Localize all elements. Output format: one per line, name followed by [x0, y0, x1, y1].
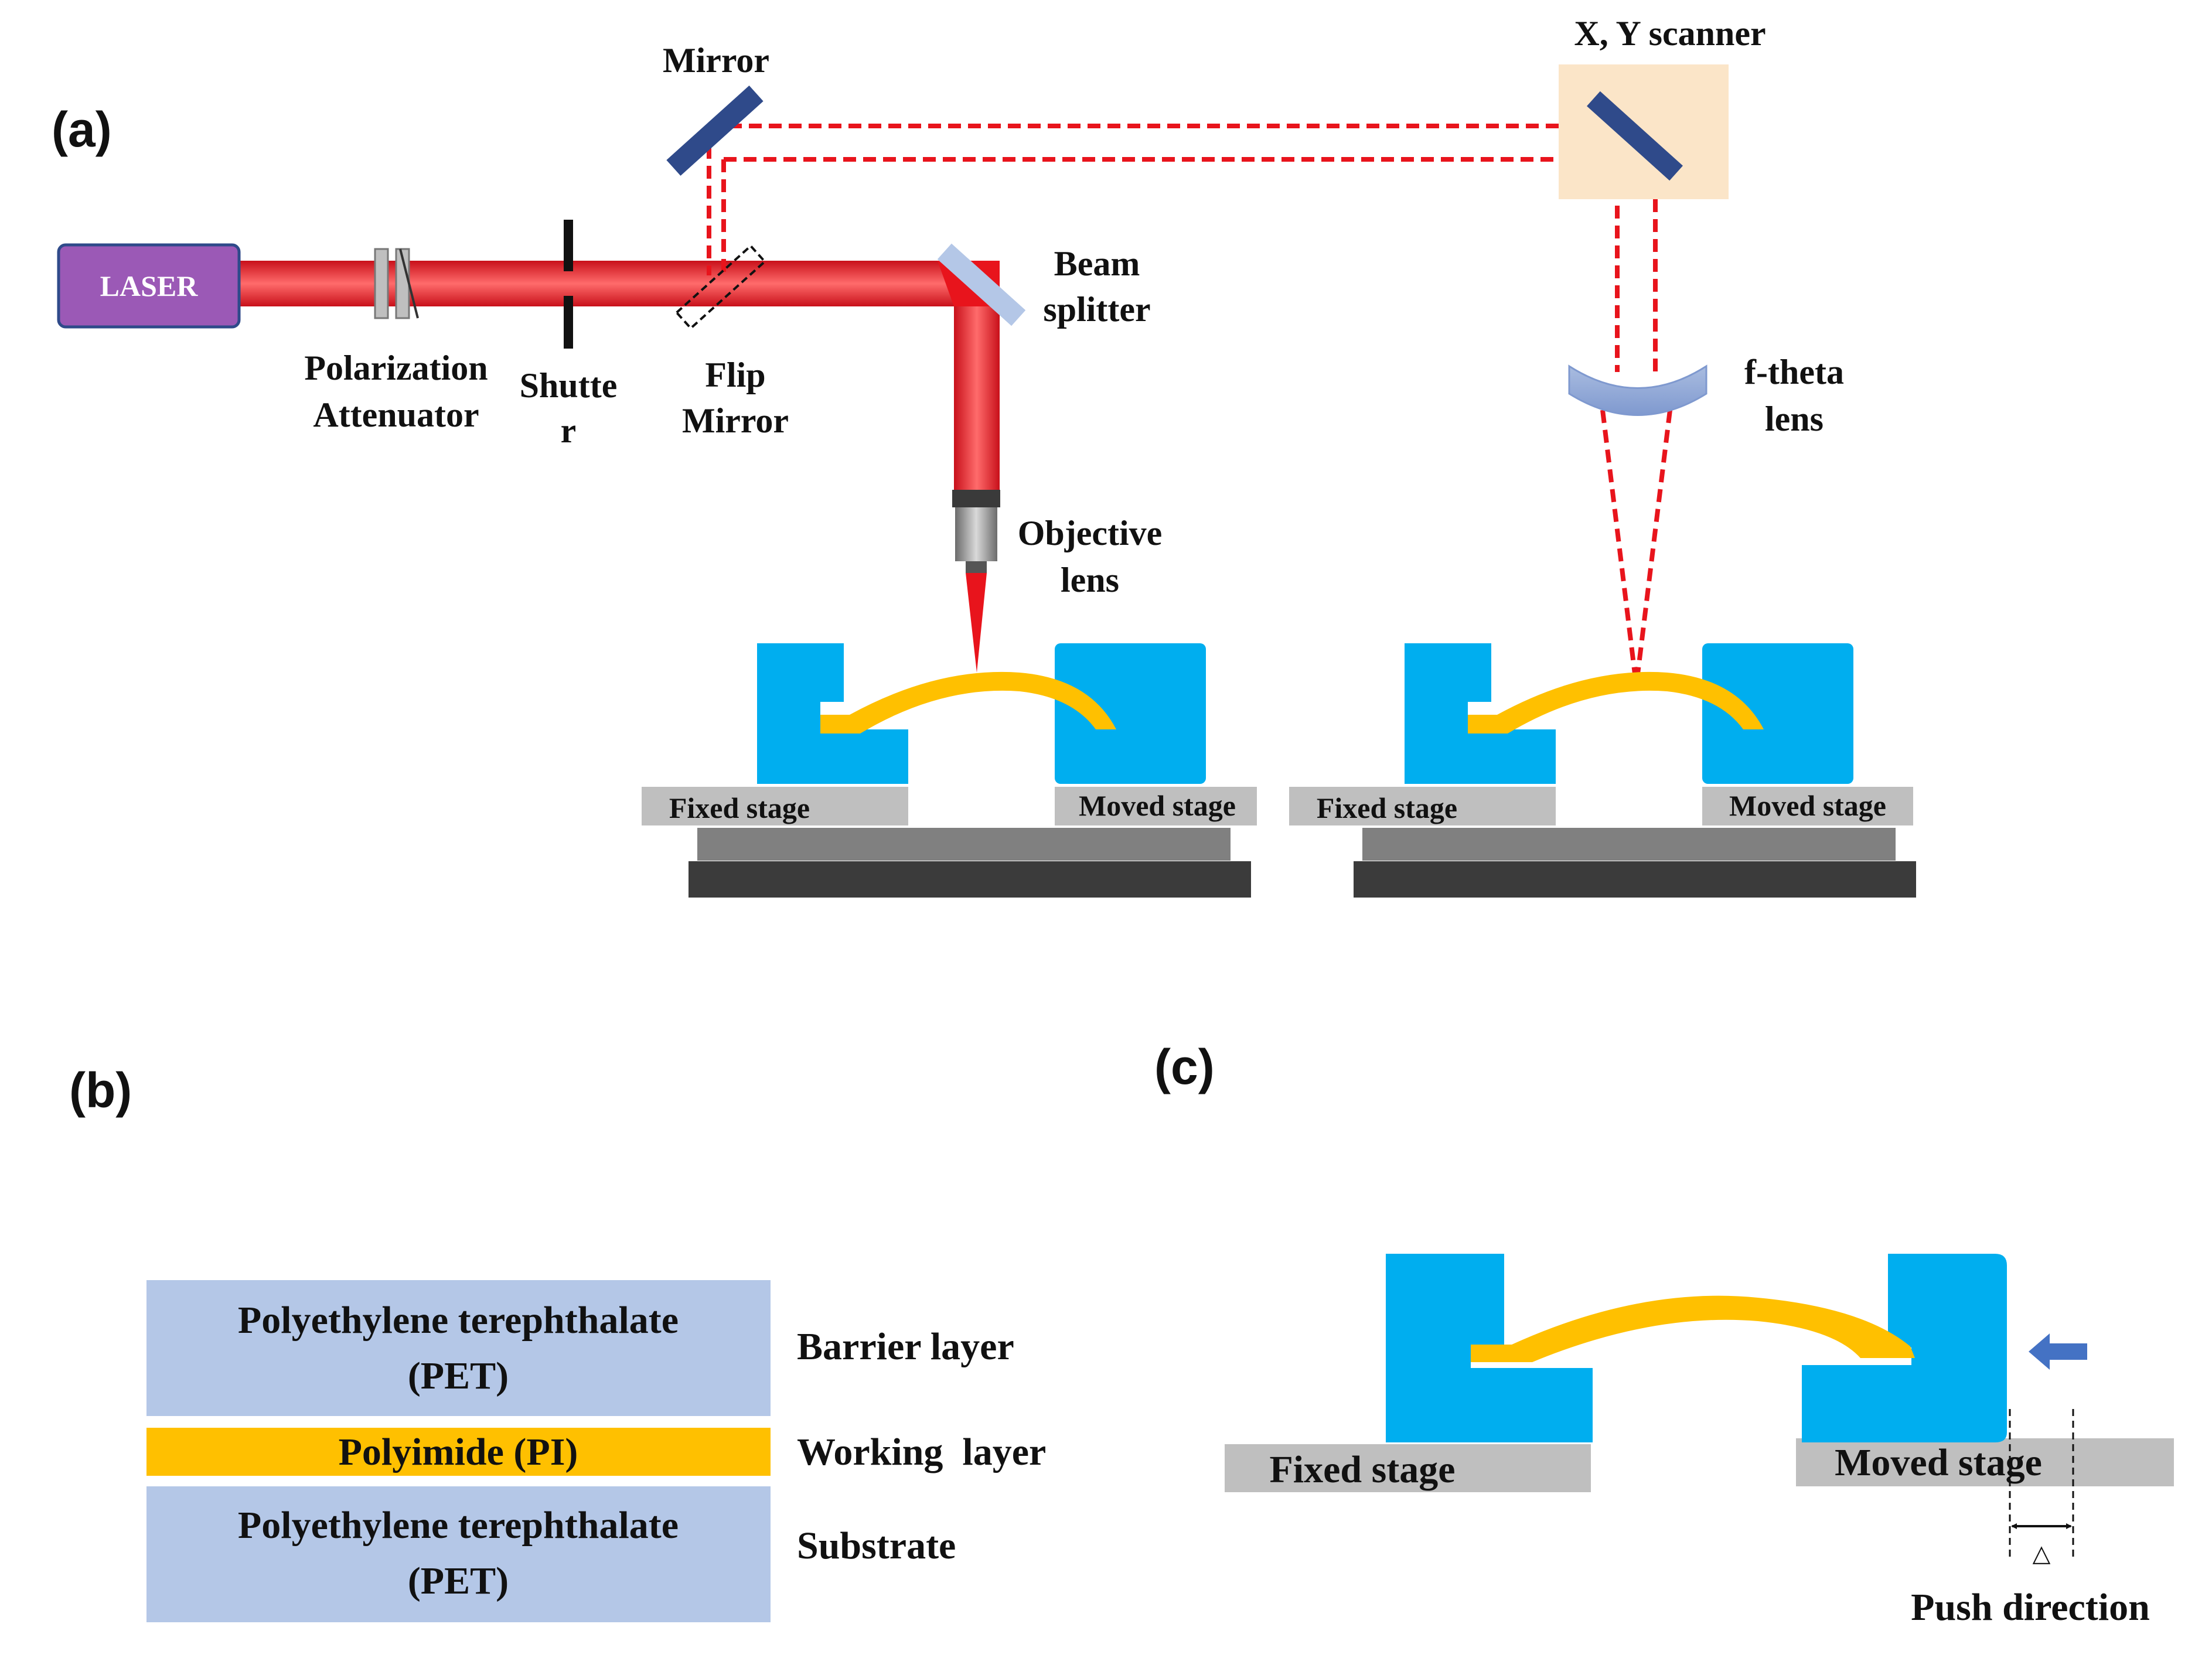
f-theta-lens-label-2: lens [1765, 400, 1824, 438]
sample-strip [820, 671, 1116, 734]
sample-strip [1468, 671, 1764, 734]
layer-barrier-pet [146, 1280, 771, 1416]
shutter-label-2: r [561, 411, 577, 450]
polarization-attenuator-label: Polarization [304, 349, 488, 387]
delta-symbol: △ [2033, 1540, 2051, 1567]
beam-splitter-icon [937, 243, 1026, 326]
beam-splitter-label: Beam [1054, 244, 1140, 283]
fixed-stage-plate [642, 787, 908, 825]
flip-mirror-label-2: Mirror [682, 401, 789, 440]
moved-clamp [1802, 1254, 2007, 1442]
fixed-stage-label: Fixed stage [669, 792, 810, 824]
moved-clamp [1702, 643, 1853, 784]
layer-0-role: Barrier layer [797, 1325, 1014, 1368]
fixed-stage-plate [1289, 787, 1556, 825]
shutter-bottom-icon [564, 296, 573, 349]
mirror-label: Mirror [663, 41, 769, 80]
sample-strip [1471, 1295, 1915, 1362]
base-plate-upper [697, 828, 1231, 861]
beam-splitter-label-2: splitter [1043, 290, 1150, 329]
objective-lens-icon [952, 490, 1000, 573]
fixed-clamp [1386, 1254, 1593, 1442]
xy-scanner-mirror-icon [1587, 91, 1683, 181]
laser-beam-vertical [954, 281, 1000, 492]
fixed-stage-label: Fixed stage [1269, 1448, 1455, 1491]
panel-label-b: (b) [69, 1063, 132, 1118]
base-plate [1354, 861, 1916, 898]
objective-lens-label: Objective [1018, 514, 1163, 552]
objective-lens-label-2: lens [1061, 561, 1119, 599]
moved-stage-plate [1055, 787, 1257, 825]
polarization-attenuator-label-2: Attenuator [313, 395, 479, 434]
focused-beam-objective [966, 573, 987, 673]
moved-stage-plate [1796, 1438, 2174, 1486]
setup-c: Fixed stage Moved stage [1225, 1254, 2174, 1492]
base-plate [689, 861, 1251, 898]
panel-label-c: (c) [1154, 1039, 1215, 1094]
f-theta-lens-label: f-theta [1744, 353, 1844, 391]
scanner-beam-path [707, 124, 1672, 674]
polarization-attenuator-icon [374, 248, 419, 319]
moved-stage-plate [1702, 787, 1913, 825]
base-plate-upper [1362, 828, 1896, 861]
layer-0-material: Polyethylene terephthalate [238, 1299, 679, 1342]
layer-1-material: Polyimide (PI) [339, 1431, 578, 1473]
layer-2-material: Polyethylene terephthalate [238, 1504, 679, 1547]
push-direction-label: Push direction [1911, 1586, 2150, 1629]
layer-working-pi [146, 1428, 771, 1476]
layer-2-role: Substrate [797, 1524, 956, 1567]
moved-stage-label: Moved stage [1729, 789, 1886, 822]
moved-stage-label: Moved stage [1079, 789, 1236, 822]
flip-mirror-label: Flip [705, 356, 765, 394]
laser-label: LASER [100, 269, 199, 302]
laser-source [57, 243, 241, 329]
mirror-icon [666, 86, 764, 176]
push-arrow-icon [2029, 1333, 2087, 1370]
shutter-label: Shutte [520, 366, 618, 405]
xy-scanner-label: X, Y scanner [1574, 14, 1765, 53]
panel-label-a: (a) [52, 102, 112, 157]
setup-left: Fixed stage Moved stage [642, 643, 1257, 898]
flip-mirror-icon [674, 244, 767, 330]
fixed-stage-label: Fixed stage [1317, 792, 1457, 824]
fixed-stage-plate [1225, 1444, 1591, 1492]
setup-right: Fixed stage Moved stage [1289, 643, 1916, 898]
fixed-clamp [757, 643, 908, 784]
shutter-top-icon [564, 220, 573, 271]
fixed-clamp [1405, 643, 1556, 784]
moved-clamp [1055, 643, 1206, 784]
moved-stage-label: Moved stage [1835, 1441, 2042, 1484]
layer-2-material-2: (PET) [408, 1560, 509, 1602]
layer-substrate-pet [146, 1486, 771, 1622]
f-theta-lens-icon [1568, 364, 1707, 416]
layer-0-material-2: (PET) [408, 1355, 509, 1397]
layer-stack [146, 1280, 771, 1622]
layer-1-role: Working layer [797, 1431, 1046, 1473]
laser-beam-horizontal [240, 261, 964, 306]
